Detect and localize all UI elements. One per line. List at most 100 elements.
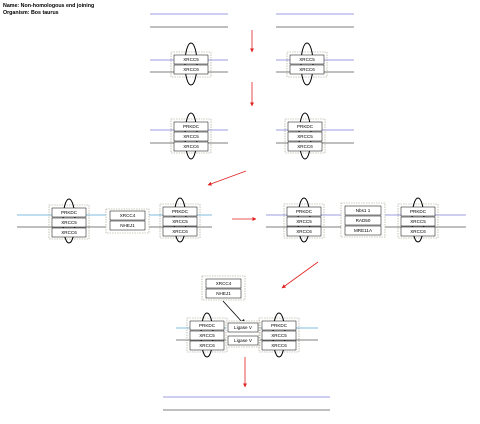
protein-node	[162, 206, 198, 217]
step6-repaired-dna	[163, 396, 330, 411]
protein-label: XRCC6	[183, 67, 199, 72]
complex-boundary	[258, 317, 300, 353]
complex-boundary	[286, 51, 328, 78]
protein-label: XRCC4	[120, 213, 136, 218]
protein-node	[189, 330, 225, 341]
dnapk-complex: PRKDC XRCC5 XRCC6	[48, 198, 90, 244]
step4a-xrcc4-recruitment: PRKDC XRCC5 XRCC6 XRCC4 NHEJ1 PRKDC XRCC…	[17, 197, 212, 244]
dnapk-complex-right: PRKDC XRCC5 XRCC6	[258, 312, 300, 358]
pathway-name: Name: Non-homologous end joining	[3, 3, 95, 9]
protein-label: XRCC6	[271, 343, 287, 348]
protein-label: XRCC5	[183, 57, 199, 62]
protein-label: XRCC6	[199, 343, 215, 348]
protein-node	[51, 227, 87, 238]
protein-label: RAD50	[356, 218, 371, 223]
protein-label: Nbs1 1	[356, 208, 371, 213]
protein-node	[344, 205, 382, 216]
protein-node	[287, 131, 323, 142]
complex-boundary	[170, 51, 212, 78]
protein-label: PRKDC	[61, 210, 78, 215]
protein-node	[287, 121, 323, 132]
protein-label: XRCC5	[271, 333, 287, 338]
reaction-arrow	[281, 261, 319, 289]
protein-label: PRKDC	[297, 124, 314, 129]
dnapk-complex-left: PRKDC XRCC5 XRCC6	[170, 112, 212, 160]
complex-boundary	[397, 203, 439, 239]
complex-boundary	[48, 204, 90, 240]
xrcc4-complex: XRCC4 NHEJ1	[201, 275, 246, 301]
pathway-header: Name: Non-homologous end joining Organis…	[3, 3, 94, 17]
protein-node	[289, 54, 325, 65]
protein-label: NHEJ1	[216, 291, 231, 296]
protein-label: PRKDC	[172, 209, 189, 214]
organism-name: Organism: Bos taurus	[3, 10, 59, 16]
protein-node	[227, 322, 259, 333]
ligase-complex: Ligase V Ligase V	[225, 320, 261, 348]
protein-node	[287, 141, 323, 152]
step3-dnapk: PRKDC XRCC5 XRCC6 PRKDC XRCC5 XRCC6	[150, 112, 354, 160]
protein-label: XRCC5	[199, 333, 215, 338]
complex-boundary	[170, 118, 212, 154]
protein-node	[289, 64, 325, 75]
step2-ku-binding: XRCC5 XRCC6 XRCC5 XRCC6	[150, 42, 354, 86]
protein-label: Ligase V	[234, 338, 253, 343]
protein-label: XRCC6	[296, 229, 312, 234]
protein-label: XRCC6	[61, 230, 77, 235]
protein-node	[205, 288, 242, 299]
protein-node	[51, 207, 87, 218]
protein-label: XRCC6	[183, 144, 199, 149]
protein-node	[261, 330, 297, 341]
protein-node	[173, 131, 209, 142]
complex-boundary	[186, 317, 228, 353]
complex-boundary	[284, 118, 326, 154]
protein-node	[109, 210, 146, 221]
protein-node	[400, 216, 436, 227]
protein-label: XRCC6	[172, 229, 188, 234]
dnapk-complex-left: PRKDC XRCC5 XRCC6	[186, 312, 228, 358]
step1-broken-dna	[150, 13, 354, 28]
protein-label: XRCC6	[299, 67, 315, 72]
protein-node	[173, 121, 209, 132]
protein-label: Ligase V	[234, 325, 253, 330]
protein-label: XRCC6	[410, 229, 426, 234]
protein-node	[173, 54, 209, 65]
protein-node	[162, 216, 198, 227]
protein-node	[189, 320, 225, 331]
protein-label: XRCC5	[172, 219, 188, 224]
protein-node	[173, 141, 209, 152]
protein-label: PRKDC	[271, 323, 288, 328]
protein-label: XRCC5	[61, 220, 77, 225]
protein-label: XRCC5	[296, 219, 312, 224]
protein-label: XRCC4	[216, 281, 232, 286]
protein-node	[400, 206, 436, 217]
protein-node	[261, 320, 297, 331]
protein-node	[286, 206, 322, 217]
protein-label: XRCC6	[297, 144, 313, 149]
ku-complex-right: XRCC5 XRCC6	[286, 42, 328, 86]
protein-node	[286, 226, 322, 237]
protein-node	[205, 278, 242, 289]
step5-ligation: XRCC4 NHEJ1 PRKDC XRCC5 XRCC6 Ligase V L…	[176, 275, 318, 358]
dnapk-complex: PRKDC XRCC5 XRCC6	[283, 197, 325, 243]
protein-label: XRCC5	[297, 134, 313, 139]
protein-label: XRCC5	[299, 57, 315, 62]
protein-node	[109, 220, 146, 231]
step4b-mrn-recruitment: PRKDC XRCC5 XRCC6 Nbs1 1 RAD50 MRE11A PR…	[266, 197, 466, 243]
protein-label: PRKDC	[296, 209, 313, 214]
dnapk-complex: PRKDC XRCC5 XRCC6	[397, 197, 439, 243]
protein-label: PRKDC	[183, 124, 200, 129]
complex-boundary	[283, 203, 325, 239]
mrn-complex: Nbs1 1 RAD50 MRE11A	[340, 202, 386, 238]
ku-complex-left: XRCC5 XRCC6	[170, 42, 212, 86]
protein-label: PRKDC	[199, 323, 216, 328]
protein-label: NHEJ1	[120, 223, 135, 228]
protein-node	[227, 335, 259, 346]
protein-node	[189, 340, 225, 351]
dnapk-complex-right: PRKDC XRCC5 XRCC6	[284, 112, 326, 160]
protein-node	[344, 215, 382, 226]
binding-arrow	[222, 300, 244, 324]
protein-node	[400, 226, 436, 237]
protein-node	[162, 226, 198, 237]
protein-node	[173, 64, 209, 75]
